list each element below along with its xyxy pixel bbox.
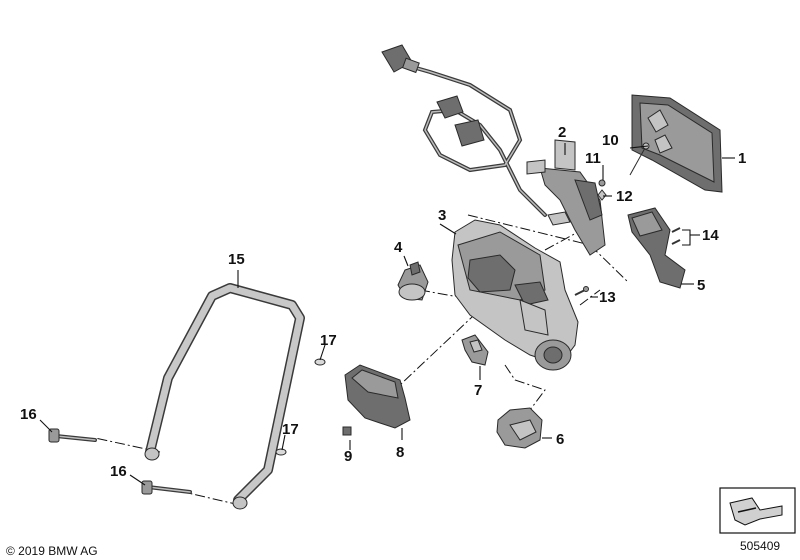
callout-labels: 1 2 3 4 5 6 7 8 9 10 11 12 13 14 15 16 1… (20, 124, 746, 480)
callout-14: 14 (702, 227, 719, 244)
callout-17-bottom: 17 (282, 421, 299, 438)
callout-9: 9 (344, 448, 352, 465)
callout-4: 4 (394, 239, 403, 256)
view-direction-arrow-icon (719, 487, 796, 534)
copyright-text: © 2019 BMW AG (6, 544, 98, 558)
callout-15: 15 (228, 251, 245, 268)
callout-12: 12 (616, 188, 633, 205)
callout-11: 11 (585, 150, 601, 167)
part-8-cradle (344, 364, 411, 429)
callout-5: 5 (697, 277, 705, 294)
callout-7: 7 (474, 382, 482, 399)
callout-13: 13 (599, 289, 616, 306)
cable-harness (381, 44, 547, 217)
part-9-nut (342, 426, 352, 436)
callout-16-top: 16 (20, 406, 37, 423)
fasteners (574, 142, 681, 296)
callout-10: 10 (602, 132, 619, 149)
part-3-control-unit (451, 219, 579, 371)
callout-2: 2 (558, 124, 566, 141)
callout-8: 8 (396, 444, 404, 461)
callout-6: 6 (556, 431, 564, 448)
callout-16-bottom: 16 (110, 463, 127, 480)
part-1-mounting-plate (631, 94, 723, 193)
part-4-clamp (397, 261, 429, 301)
bolts-and-washers (48, 358, 326, 495)
callout-17-top: 17 (320, 332, 337, 349)
part-15-handle-bar (144, 283, 305, 510)
leader-lines (39, 143, 735, 486)
part-6-end-cap (496, 407, 543, 449)
callout-3: 3 (438, 207, 446, 224)
part-5-cover (627, 207, 686, 289)
callout-1: 1 (738, 150, 746, 167)
diagram-number: 505409 (740, 539, 780, 553)
part-7-small-bracket (461, 334, 489, 366)
